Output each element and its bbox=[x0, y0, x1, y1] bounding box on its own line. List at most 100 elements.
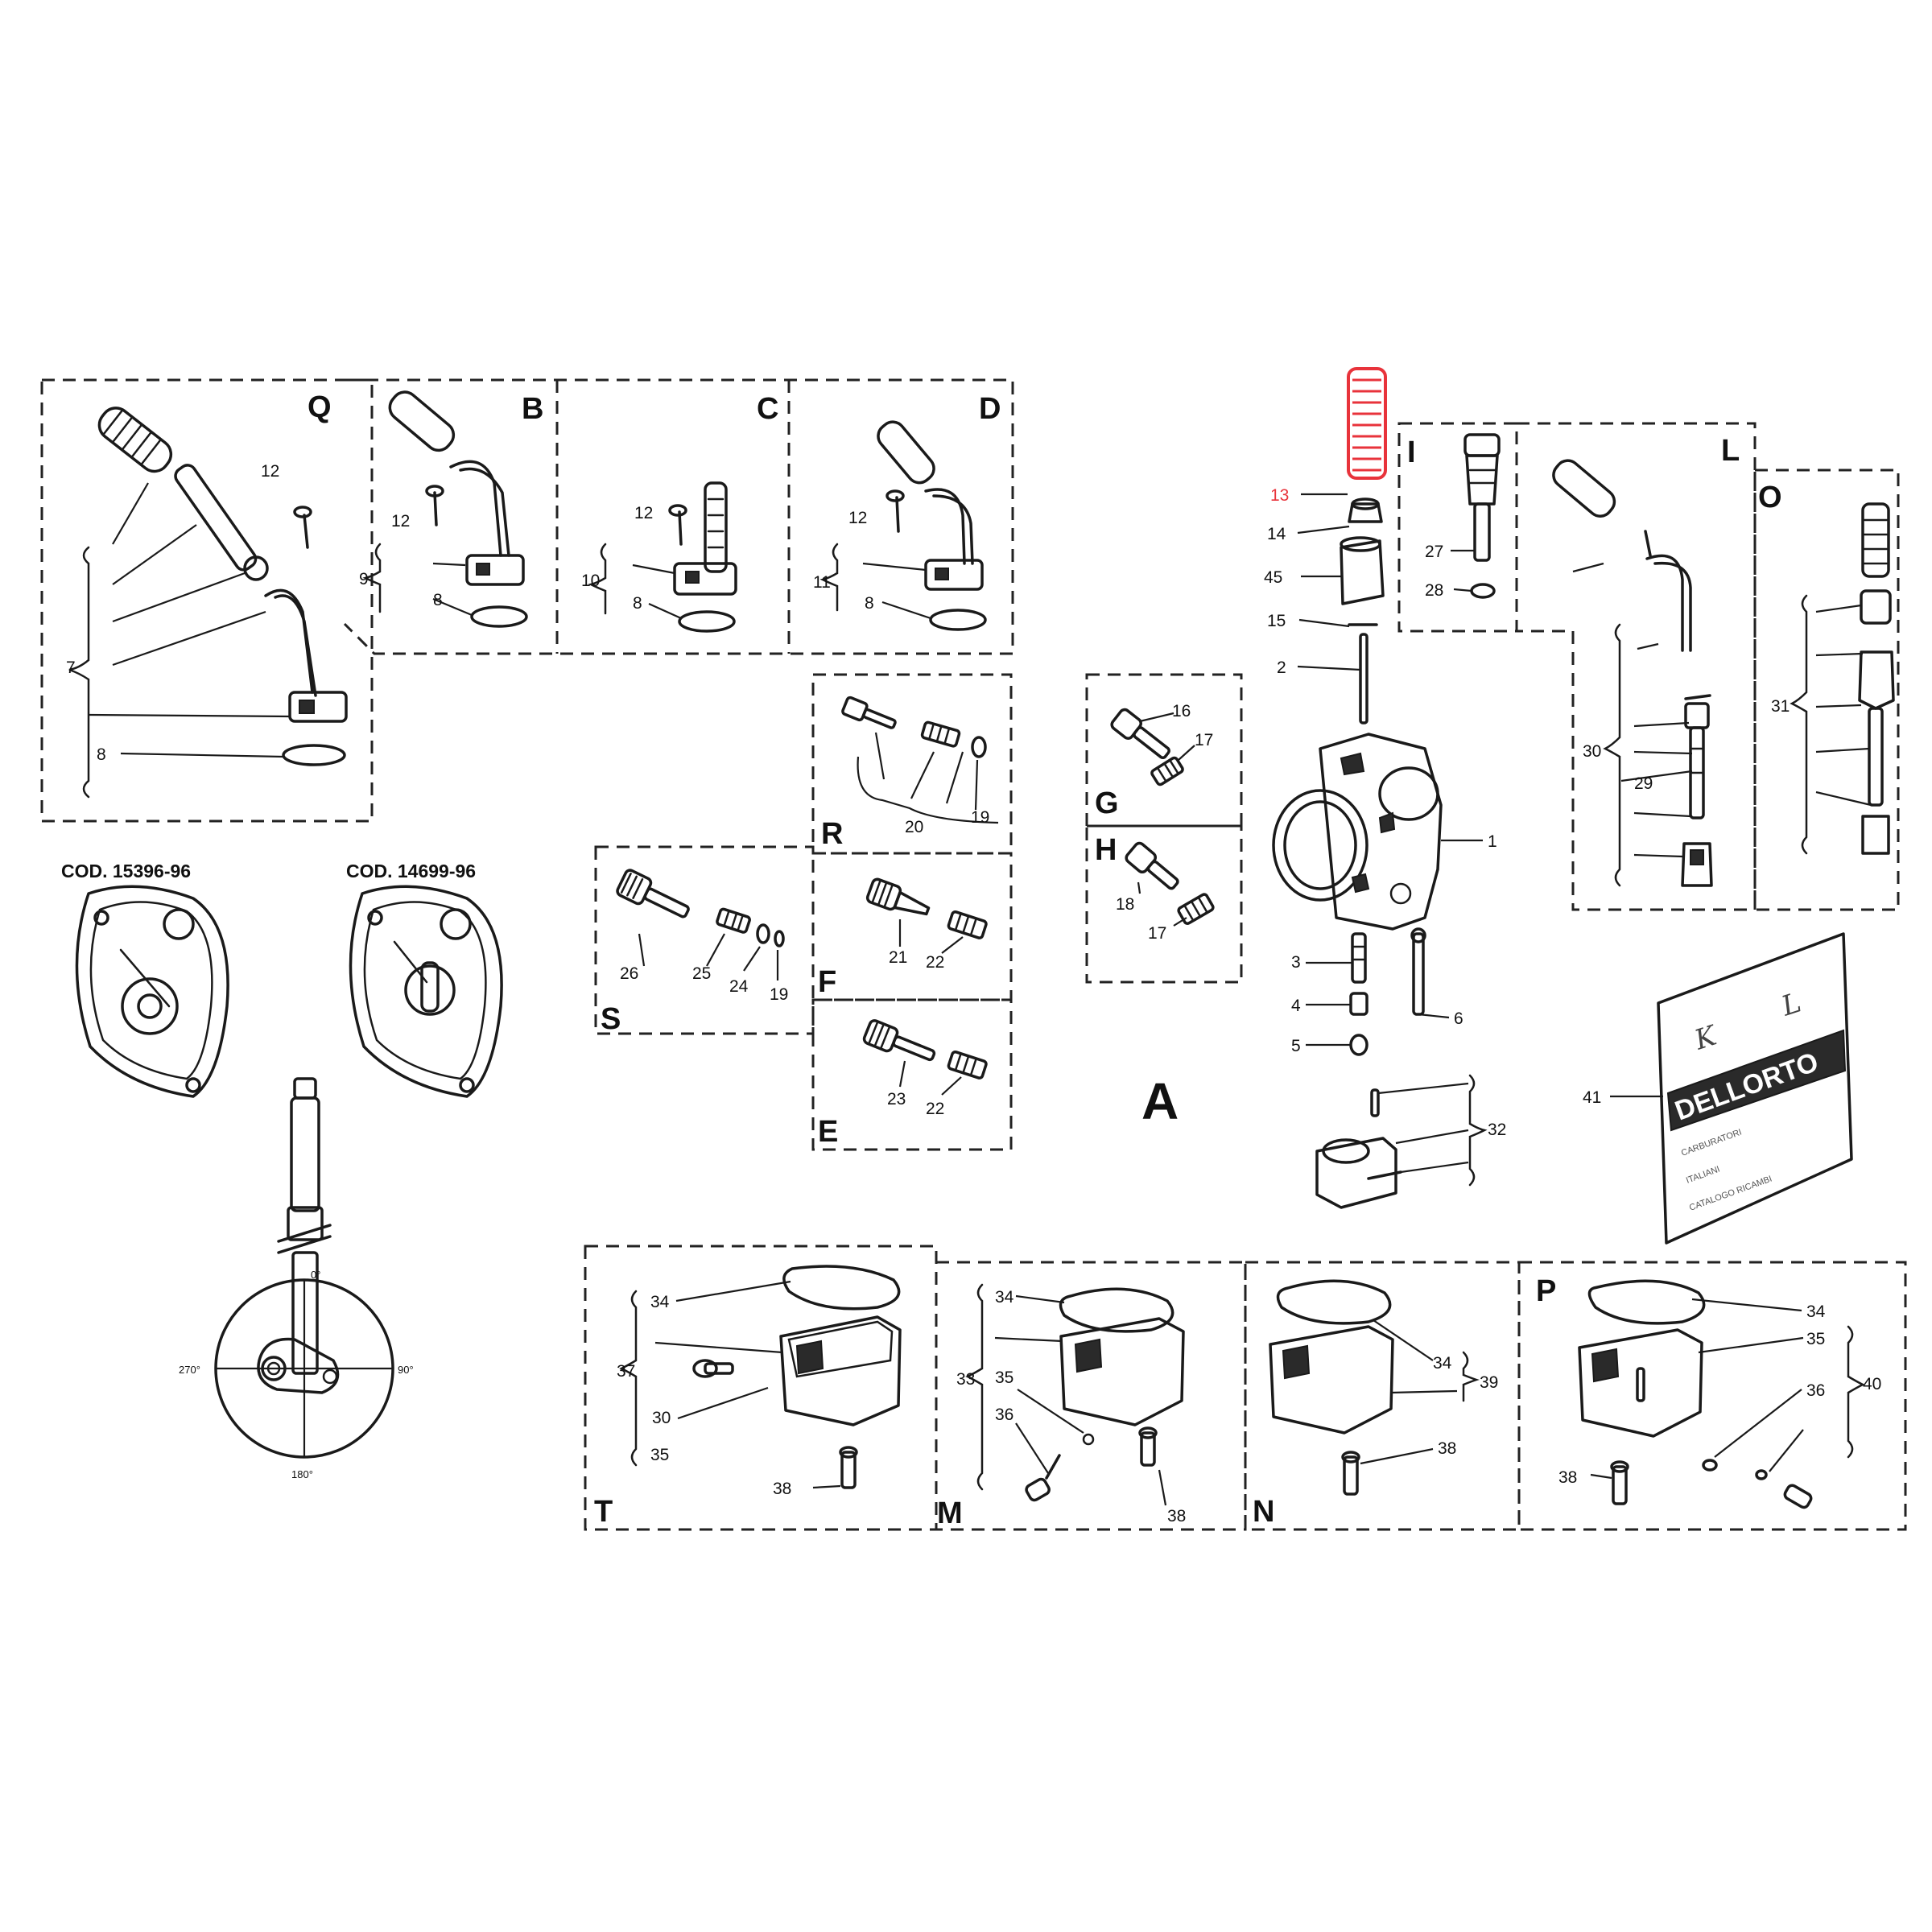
panel-o-drawing bbox=[1790, 502, 1895, 855]
panel-h-drawing bbox=[1125, 841, 1215, 927]
part-number: 34 bbox=[995, 1288, 1014, 1307]
part-number: 1 bbox=[1488, 832, 1497, 851]
part-number: 8 bbox=[97, 745, 106, 764]
part-number: 36 bbox=[1806, 1381, 1825, 1400]
part-number: 30 bbox=[652, 1409, 671, 1427]
package-handwritten-l: L bbox=[1777, 987, 1805, 1023]
panel-t-drawing bbox=[619, 1265, 902, 1489]
part-number: 9 bbox=[359, 570, 369, 588]
panel-r-drawing bbox=[841, 696, 999, 824]
part-number: 30 bbox=[1583, 742, 1601, 761]
part-number: 12 bbox=[391, 512, 410, 530]
part-number: 29 bbox=[1634, 774, 1653, 793]
part-number: 25 bbox=[692, 964, 711, 983]
panel-letter-q: Q bbox=[308, 390, 332, 424]
panel-g-drawing bbox=[1110, 708, 1195, 786]
panel-letter-f: F bbox=[818, 965, 836, 999]
panel-boxes bbox=[40, 378, 1907, 1531]
part-number: 31 bbox=[1771, 697, 1790, 716]
part-number: 41 bbox=[1583, 1088, 1601, 1107]
panel-s-box bbox=[594, 845, 815, 1035]
part-number: 8 bbox=[633, 594, 642, 613]
part-number: 38 bbox=[773, 1480, 791, 1498]
panel-letter-s: S bbox=[601, 1002, 621, 1036]
panel-p-box bbox=[1517, 1261, 1907, 1531]
panel-letter-p: P bbox=[1536, 1274, 1556, 1308]
part-number: 22 bbox=[926, 1100, 944, 1118]
part-number: 32 bbox=[1488, 1121, 1506, 1139]
part-number: 20 bbox=[905, 818, 923, 836]
part-numbers: 12 7 8 12 9 8 12 10 8 12 11 8 20 19 26 2… bbox=[66, 462, 1881, 1525]
part-number: 39 bbox=[1480, 1373, 1498, 1392]
part-number: 38 bbox=[1438, 1439, 1456, 1458]
part-number: 34 bbox=[1433, 1354, 1452, 1373]
cover-plate-right bbox=[349, 885, 503, 1098]
throttle-dial: 0° 270° 90° 180° bbox=[179, 1077, 414, 1480]
dial-degree-right: 90° bbox=[398, 1364, 414, 1376]
panel-l-drawing bbox=[1552, 459, 1713, 887]
parts-package: K L DELLORTO CARBURATORI ITALIANI CATALO… bbox=[1610, 932, 1853, 1245]
panel-q-drawing bbox=[68, 407, 348, 799]
part-number: 17 bbox=[1148, 924, 1166, 943]
panel-letter-g: G bbox=[1095, 786, 1119, 820]
panel-g-box bbox=[1085, 673, 1243, 828]
part-number: 17 bbox=[1195, 731, 1213, 749]
part-number: 11 bbox=[813, 573, 831, 592]
panel-letter-h: H bbox=[1095, 833, 1117, 867]
part-number: 14 bbox=[1267, 525, 1286, 543]
panel-letter-a: A bbox=[1141, 1072, 1179, 1130]
panel-letter-l: L bbox=[1721, 434, 1740, 468]
part-number: 16 bbox=[1172, 702, 1191, 720]
panel-f-drawing bbox=[865, 877, 988, 954]
spring-13-highlight bbox=[1347, 367, 1387, 480]
part-number: 38 bbox=[1558, 1468, 1577, 1487]
part-number: 34 bbox=[650, 1293, 670, 1311]
part-number: 27 bbox=[1425, 543, 1443, 561]
panel-letter-d: D bbox=[979, 392, 1001, 426]
panel-m-drawing bbox=[965, 1283, 1185, 1506]
part-number: 10 bbox=[581, 572, 600, 590]
part-number: 19 bbox=[770, 985, 788, 1004]
panel-b-drawing bbox=[362, 390, 528, 628]
part-number: 21 bbox=[889, 948, 907, 967]
panel-letter-n: N bbox=[1253, 1495, 1274, 1529]
panel-i-drawing bbox=[1451, 433, 1501, 599]
panel-h-box bbox=[1085, 824, 1243, 984]
dial-degree-bottom: 180° bbox=[291, 1468, 313, 1480]
part-number: 4 bbox=[1291, 997, 1301, 1015]
code-label-left: COD. 15396-96 bbox=[61, 861, 191, 881]
code-label-right: COD. 14699-96 bbox=[346, 861, 476, 881]
part-number: 36 bbox=[995, 1406, 1013, 1424]
part-number: 35 bbox=[650, 1446, 669, 1464]
panel-o-box bbox=[1753, 469, 1900, 911]
part-number: 45 bbox=[1264, 568, 1282, 587]
panel-e-box bbox=[811, 998, 1013, 1151]
part-number: 12 bbox=[848, 509, 867, 527]
panel-s-drawing bbox=[616, 869, 785, 980]
part-number: 38 bbox=[1167, 1507, 1186, 1525]
part-number: 3 bbox=[1291, 953, 1301, 972]
part-number: 33 bbox=[956, 1370, 975, 1389]
package-handwritten-k: K bbox=[1690, 1019, 1722, 1057]
part-number: 24 bbox=[729, 977, 749, 996]
panel-q-box bbox=[40, 378, 374, 823]
part-number: 7 bbox=[66, 658, 76, 677]
cover-plate-left bbox=[75, 885, 229, 1098]
panel-i-box bbox=[1397, 422, 1518, 633]
part-number: 37 bbox=[617, 1362, 635, 1381]
part-number: 19 bbox=[971, 808, 989, 827]
panel-letter-b: B bbox=[522, 392, 543, 426]
part-number: 26 bbox=[620, 964, 638, 983]
panel-letter-c: C bbox=[757, 392, 778, 426]
part-number: 2 bbox=[1277, 658, 1286, 677]
part-number: 28 bbox=[1425, 581, 1443, 600]
dial-degree-top: 0° bbox=[311, 1269, 320, 1281]
panel-f-box bbox=[811, 852, 1013, 1001]
panel-letter-e: E bbox=[818, 1115, 838, 1149]
dial-degree-left: 270° bbox=[179, 1364, 200, 1376]
part-number: 34 bbox=[1806, 1302, 1826, 1321]
part-number: 40 bbox=[1863, 1375, 1881, 1393]
panel-letter-i: I bbox=[1407, 436, 1416, 469]
panel-n-box bbox=[1244, 1261, 1521, 1531]
